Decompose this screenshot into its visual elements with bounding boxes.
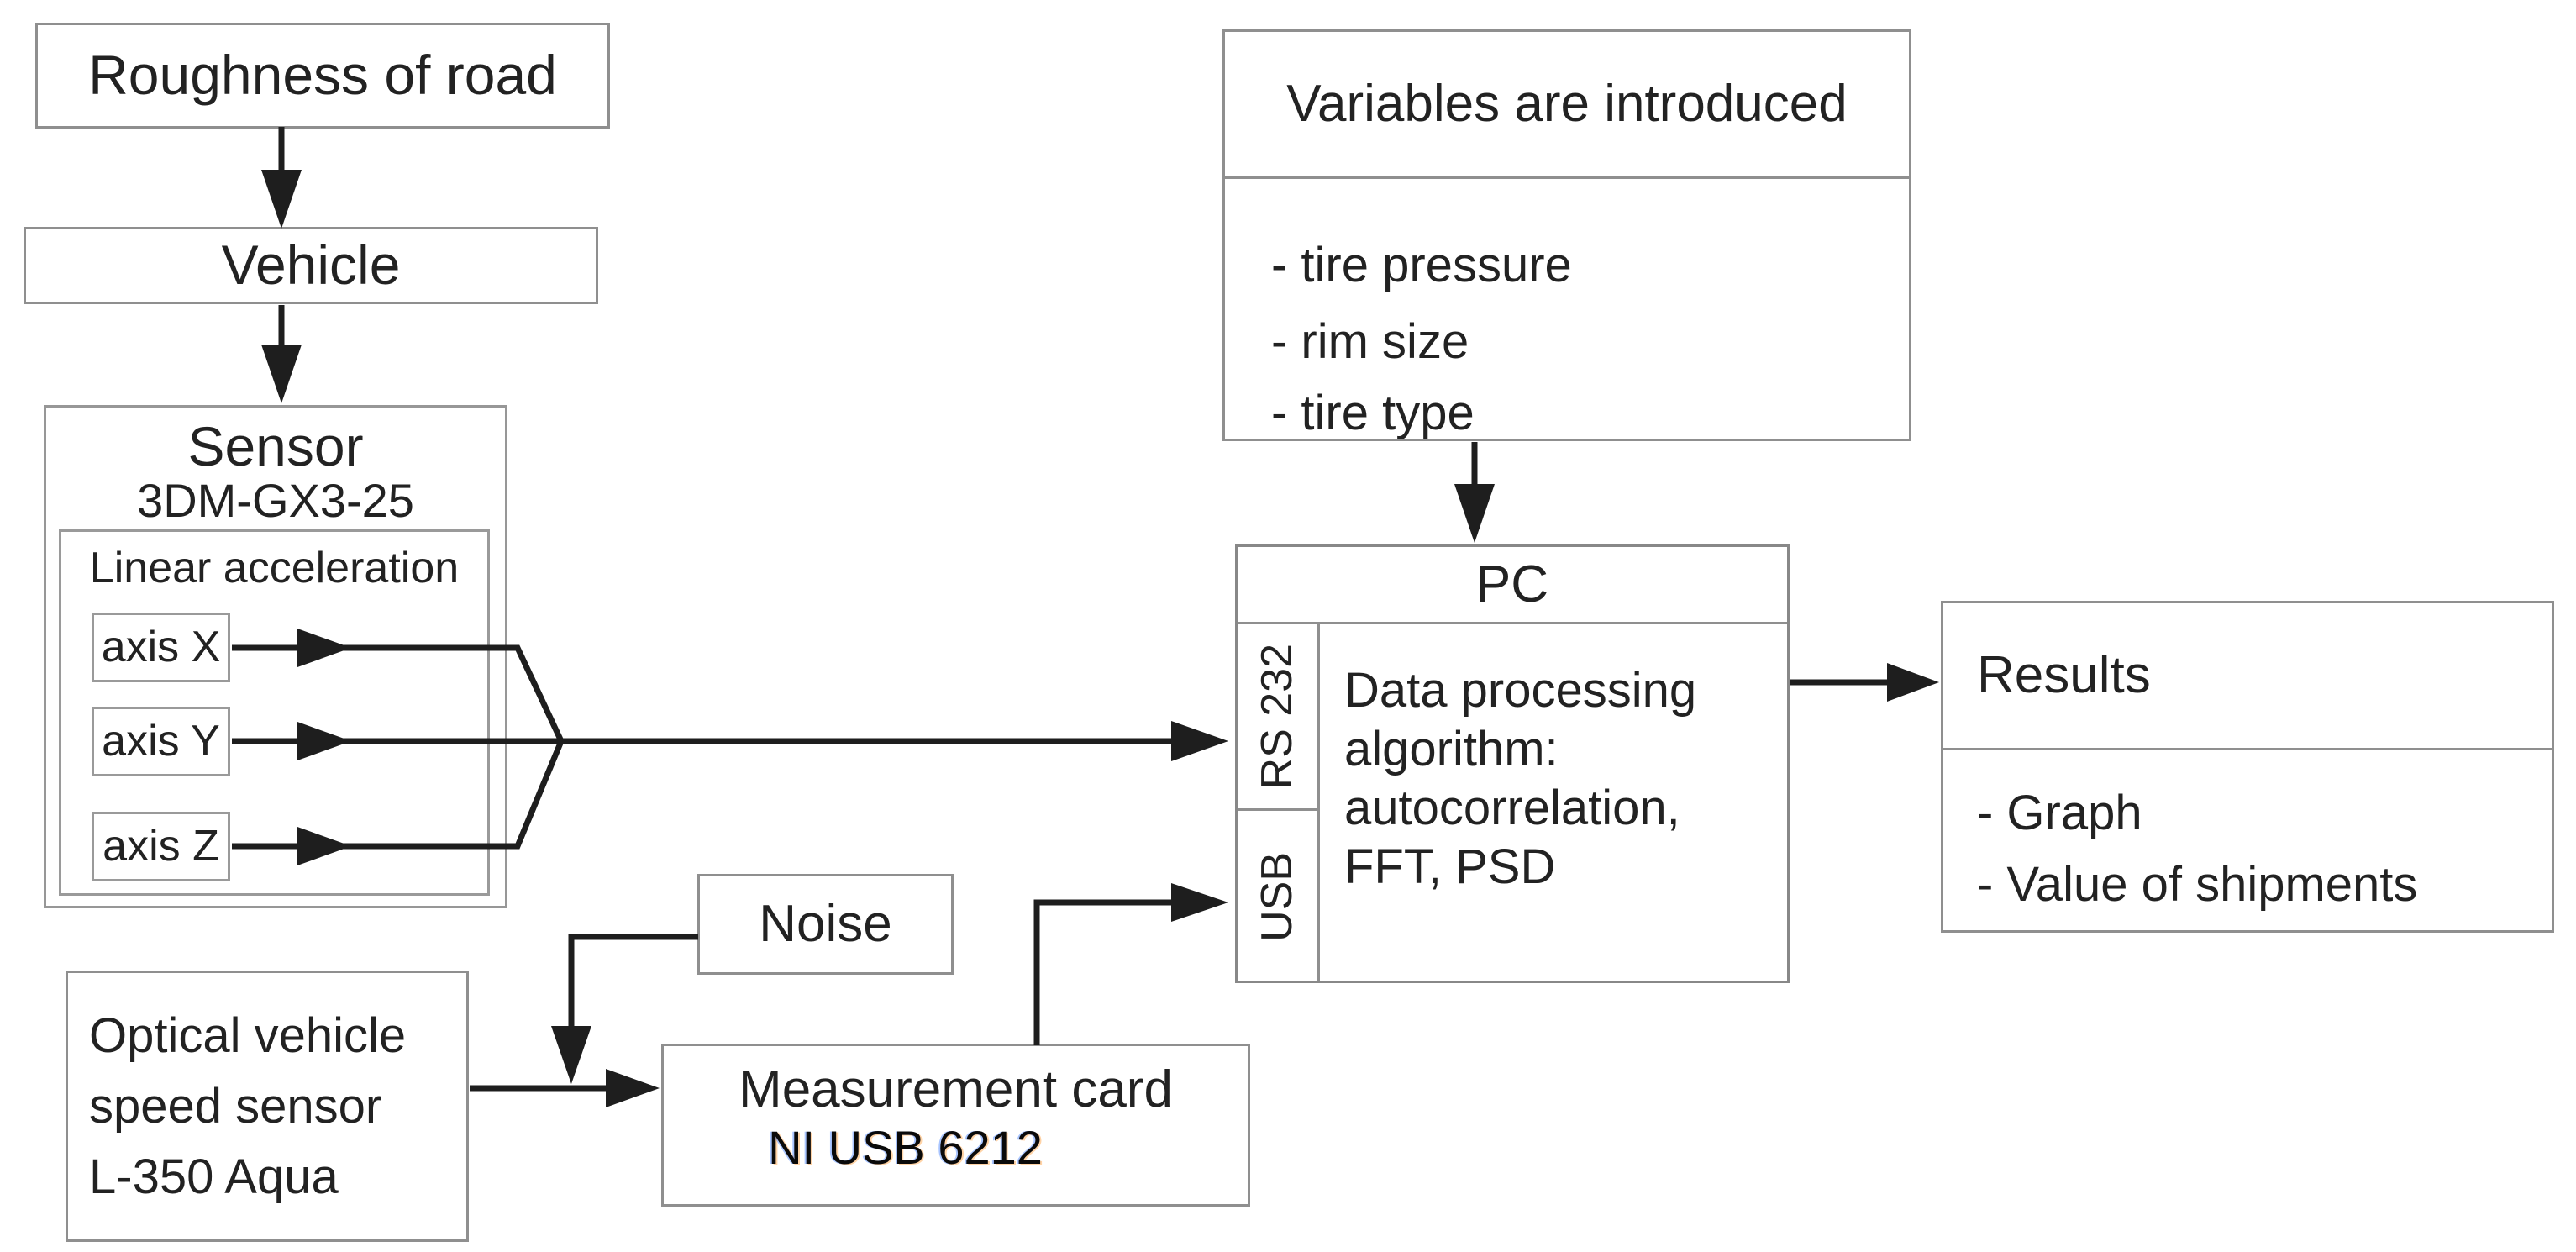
arrowhead-into-usb [1171,883,1228,922]
results-title: Results [1943,603,2552,750]
variables-item-tire-type: - tire type [1271,386,1475,440]
variables-item-tire-pressure: - tire pressure [1271,238,1572,292]
pc-title: PC [1238,547,1787,624]
pc-port-column: RS 232 USB [1238,624,1320,981]
arrowhead-into-results [1887,663,1939,702]
optical-line-3: L-350 Aqua [89,1149,339,1204]
vehicle-label: Vehicle [221,234,401,297]
measurement-card-model: NI USB 6212 [768,1121,1043,1174]
edge-card-pc-usb [1033,899,1175,1045]
arrowhead-to-pc-top [1454,484,1495,543]
node-results: Results - Graph - Value of shipments [1941,601,2554,933]
sensor-title: Sensor [187,415,364,478]
node-measurement-card: Measurement card NI USB 6212 [661,1044,1250,1207]
results-items: - Graph - Value of shipments [1977,777,2417,920]
pc-body-text: Data processing algorithm: autocorrelati… [1344,663,1697,894]
axis-y-label: axis Y [102,716,220,765]
node-sensor: Sensor 3DM-GX3-25 Linear acceleration ax… [44,405,507,908]
node-noise: Noise [697,874,954,975]
measurement-card-title: Measurement card [739,1060,1173,1118]
variables-title: Variables are introduced [1225,32,1909,179]
linear-acceleration-label: Linear acceleration [89,544,460,593]
node-axis-x: axis X [92,613,230,682]
arrowhead-into-rs232 [1171,721,1228,761]
pc-port-usb-cell: USB [1238,813,1317,981]
pc-port-rs232-cell: RS 232 [1238,624,1317,811]
results-item-graph: - Graph [1977,786,2142,840]
node-optical-speed-sensor: Optical vehicle speed sensor L-350 Aqua [66,971,469,1242]
arrowhead-to-vehicle [261,170,302,229]
noise-label: Noise [759,895,892,954]
node-axis-z: axis Z [92,812,230,881]
optical-line-1: Optical vehicle [89,1007,407,1063]
node-axis-y: axis Y [92,707,230,776]
results-item-value: - Value of shipments [1977,857,2418,912]
arrowhead-to-sensor [261,345,302,403]
pc-port-usb-label: USB [1252,852,1301,942]
pc-port-rs232-label: RS 232 [1252,643,1301,790]
optical-line-2: speed sensor [89,1078,382,1134]
node-variables: Variables are introduced - tire pressure… [1222,29,1911,441]
variables-item-rim-size: - rim size [1271,314,1469,369]
node-vehicle: Vehicle [24,227,598,304]
edge-noise-junction [568,934,698,1030]
sensor-model: 3DM-GX3-25 [137,474,414,528]
roughness-label: Roughness of road [88,44,557,107]
node-pc: PC RS 232 USB Data processing algorithm:… [1235,544,1790,983]
axis-z-label: axis Z [103,821,219,871]
node-roughness-of-road: Roughness of road [35,23,610,129]
arrowhead-noise-down [551,1026,591,1084]
sensor-linear-acceleration-group: Linear acceleration axis X axis Y axis Z [59,529,490,896]
axis-x-label: axis X [101,622,221,671]
arrowhead-into-card [606,1069,660,1107]
